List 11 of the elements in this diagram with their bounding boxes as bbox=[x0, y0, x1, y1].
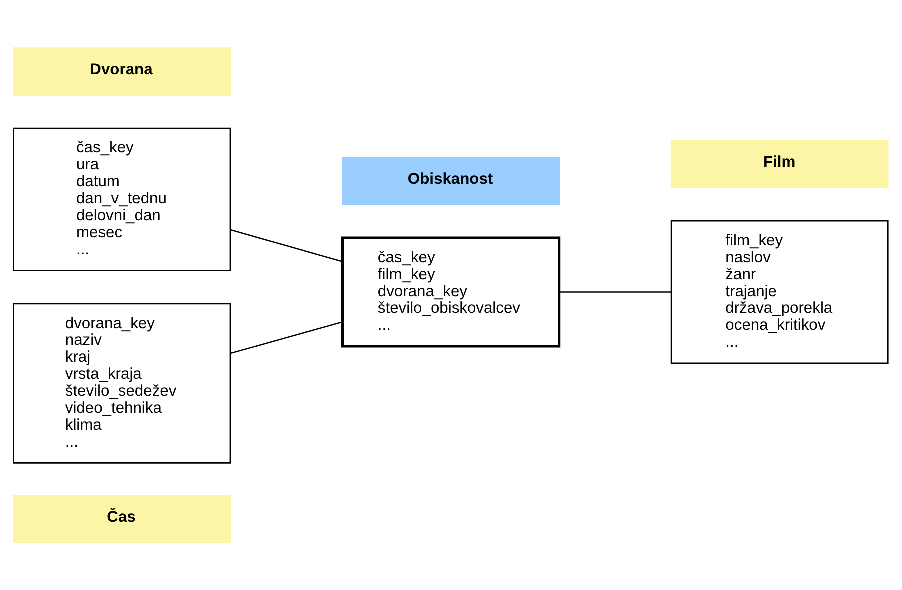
node-box: Čas bbox=[13, 494, 232, 543]
node-box: film_key naslov žanr trajanje država_porekla ocena_kritikov ... bbox=[670, 220, 889, 364]
connector bbox=[230, 228, 343, 262]
node-box: čas_key ura datum dan_v_tednu delovni_dan mesec ... bbox=[13, 127, 232, 271]
node-box: dvorana_key naziv kraj vrsta_kraja število_sedežev video_tehnika klima ... bbox=[13, 302, 232, 464]
node-box: Dvorana bbox=[13, 47, 232, 96]
node-box: čas_key film_key dvorana_key število_obiskovalcev ... bbox=[341, 236, 561, 348]
connector bbox=[560, 291, 672, 292]
connector bbox=[230, 321, 343, 354]
node-box: Obiskanost bbox=[342, 156, 560, 205]
node-box: Film bbox=[670, 140, 889, 188]
